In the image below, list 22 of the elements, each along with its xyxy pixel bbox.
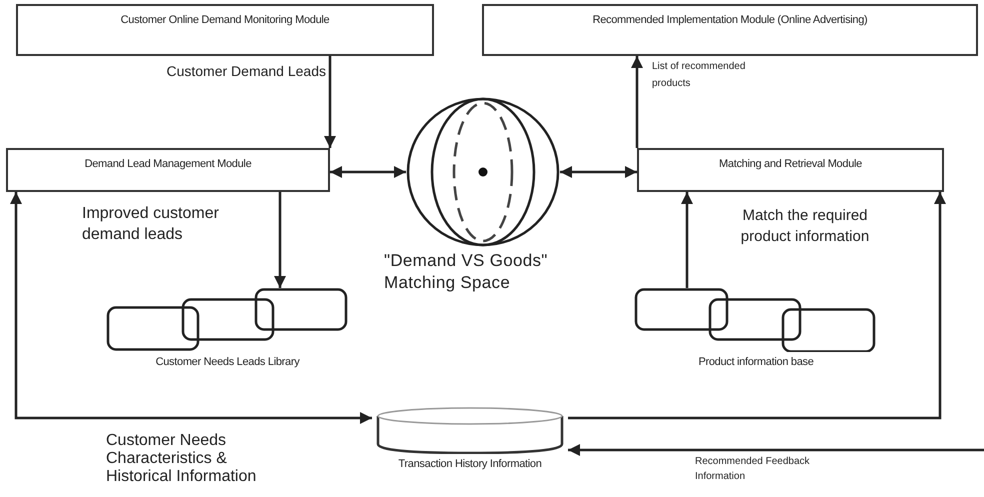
- module-box: [482, 4, 978, 56]
- globe-drawing: [406, 97, 560, 247]
- database-label: Transaction History Information: [398, 458, 542, 470]
- module-label: Matching and Retrieval Module: [719, 158, 862, 170]
- arrow: [330, 166, 406, 178]
- arrow: [324, 56, 336, 148]
- module-box: [6, 148, 330, 192]
- arrow: [568, 192, 946, 420]
- module-label: Customer Online Demand Monitoring Module: [120, 14, 330, 26]
- module-box: [637, 148, 944, 192]
- arrow: [568, 444, 984, 456]
- database-label: Product information base: [698, 356, 814, 368]
- arrow: [274, 192, 286, 288]
- arrow: [681, 192, 693, 288]
- database-label: Customer Needs Leads Library: [156, 356, 300, 368]
- arrow: [631, 56, 643, 148]
- arrow: [10, 192, 372, 424]
- module-box: [16, 4, 434, 56]
- arrow: [560, 166, 637, 178]
- node-label: "Demand VS Goods" Matching Space: [384, 250, 549, 294]
- module-label: Recommended Implementation Module (Online Advertising): [592, 14, 868, 26]
- module-label: Demand Lead Management Module: [84, 158, 252, 170]
